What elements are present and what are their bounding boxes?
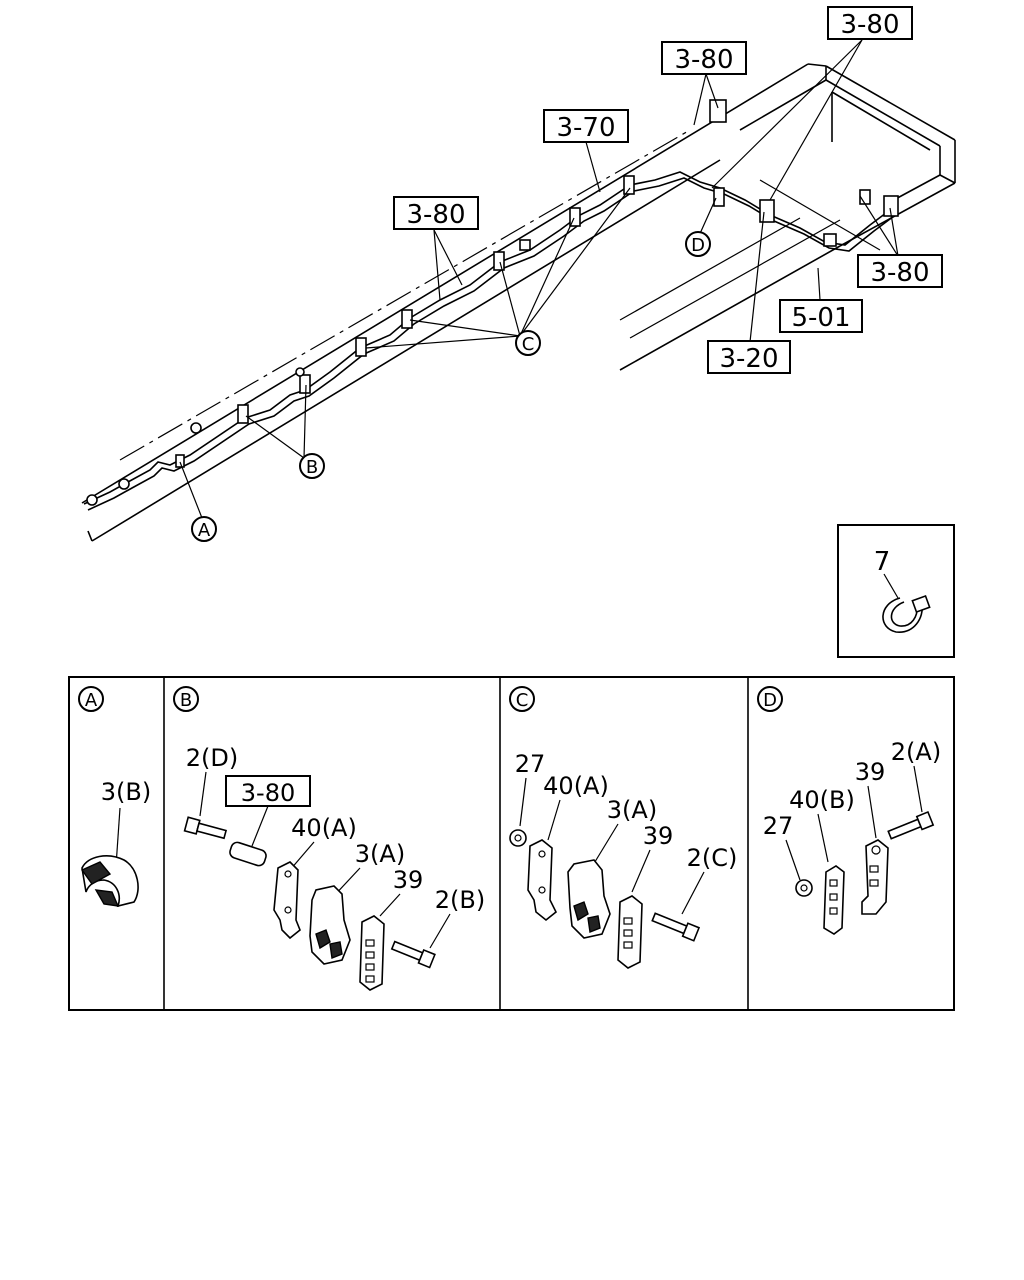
callout-label: 3-80	[406, 200, 465, 230]
label-3b: 3(B)	[101, 778, 151, 806]
label-40a: 40(A)	[543, 772, 609, 800]
callout-label: 3-80	[674, 45, 733, 75]
label-27: 27	[763, 812, 794, 840]
label-27: 27	[515, 750, 546, 778]
callout-5-01: 5-01	[779, 299, 863, 333]
panel-c: C 27 40(A) 3(A) 39 2(C)	[509, 686, 738, 969]
label-39: 39	[855, 758, 886, 786]
callout-3-80-top-right: 3-80	[827, 6, 913, 40]
svg-text:D: D	[691, 235, 705, 256]
detail-marker-a: A	[191, 516, 217, 542]
inset-part-number: 7	[874, 547, 891, 577]
callout-3-80-mid: 3-80	[393, 196, 479, 230]
leader-lines	[179, 39, 899, 519]
panel-d-marker: D	[763, 690, 777, 711]
inset-clip-band: 7	[837, 524, 955, 658]
detail-marker-d: D	[685, 231, 711, 257]
panel-a-marker: A	[85, 690, 98, 711]
callout-label: 3-80	[840, 10, 899, 40]
brake-pipe	[83, 99, 899, 511]
label-39: 39	[643, 822, 674, 850]
label-40b: 40(B)	[789, 786, 855, 814]
panel-d: D 2(A) 39 40(B) 27	[757, 686, 941, 935]
callout-3-70: 3-70	[543, 109, 629, 143]
label-3a: 3(A)	[355, 840, 405, 868]
svg-text:C: C	[522, 334, 535, 355]
callout-label: 3-80	[870, 258, 929, 288]
chassis-frame	[81, 63, 956, 542]
label-39: 39	[393, 866, 424, 894]
detail-marker-b: B	[299, 453, 325, 479]
label-ref-3-80: 3-80	[241, 779, 295, 807]
callout-label: 5-01	[791, 303, 850, 333]
panel-c-marker: C	[516, 690, 529, 711]
callout-3-80-right: 3-80	[857, 254, 943, 288]
detail-marker-c: C	[515, 330, 541, 356]
svg-text:B: B	[306, 457, 318, 478]
panel-b-marker: B	[180, 690, 192, 711]
label-2b: 2(B)	[435, 886, 485, 914]
label-2a: 2(A)	[891, 738, 941, 766]
panel-b: B 2(D) 3-80 40(A) 3(A) 39 2(B)	[173, 686, 485, 991]
label-3a: 3(A)	[607, 796, 657, 824]
label-2c: 2(C)	[687, 844, 738, 872]
panel-a: A 3(B)	[78, 686, 151, 908]
callout-3-80-top: 3-80	[661, 41, 747, 75]
callout-label: 3-70	[556, 113, 615, 143]
label-40a: 40(A)	[291, 814, 357, 842]
svg-text:A: A	[198, 520, 211, 541]
label-2d: 2(D)	[186, 744, 238, 772]
callout-3-20: 3-20	[707, 340, 791, 374]
callout-label: 3-20	[719, 344, 778, 374]
